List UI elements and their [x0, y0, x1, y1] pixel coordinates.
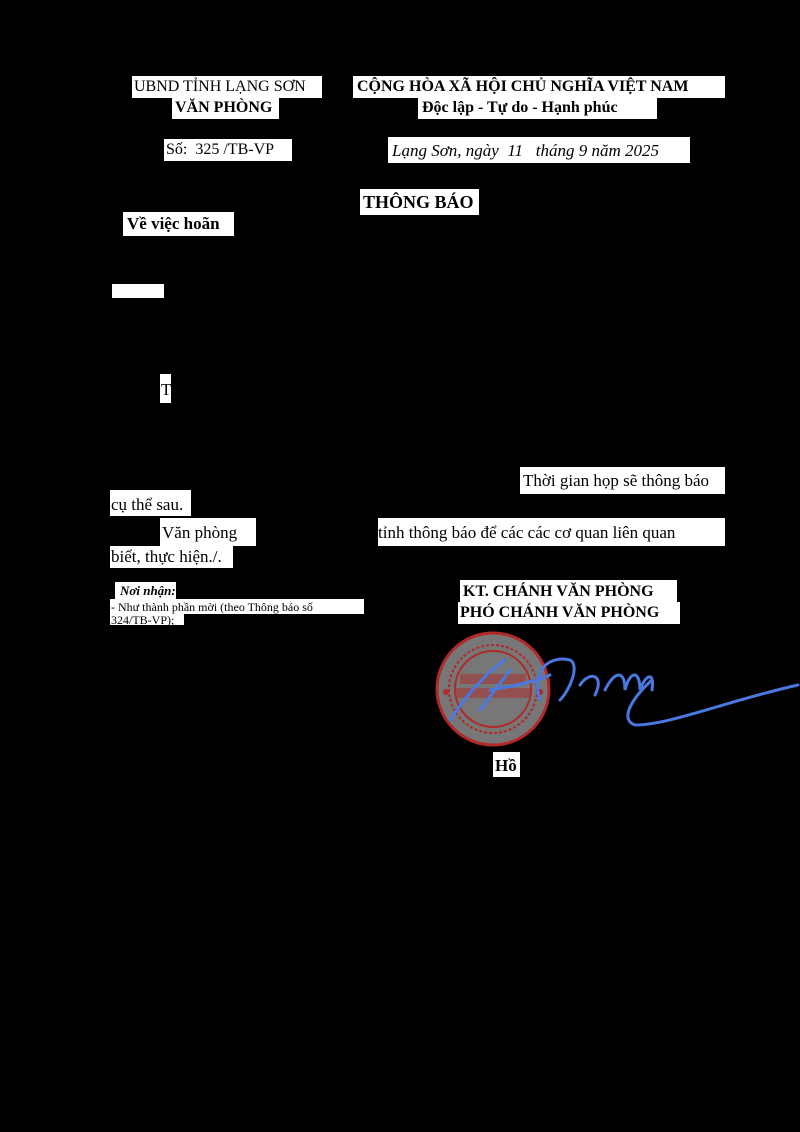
- body-paragraph-3-end: biết, thực hiện./.: [110, 546, 233, 568]
- body-paragraph-3-start: Văn phòng: [160, 518, 256, 546]
- signer-title-2: PHÓ CHÁNH VĂN PHÒNG: [458, 602, 680, 624]
- body-paragraph-3-mid: tỉnh thông báo để các các cơ quan liên q…: [378, 518, 725, 546]
- national-title: CỘNG HÒA XÃ HỘI CHỦ NGHĨA VIỆT NAM: [353, 76, 725, 98]
- signer-name: Hồ: [493, 752, 520, 777]
- body-paragraph-2: Thời gian họp sẽ thông báo: [520, 467, 725, 494]
- handwritten-signature: [448, 657, 800, 727]
- redacted-block: [112, 284, 164, 298]
- subject-line: Về việc hoãn: [123, 212, 234, 236]
- body-paragraph-2-cont: cụ thể sau.: [110, 490, 191, 516]
- place-date: Lạng Sơn, ngày 11 tháng 9 năm 2025: [388, 137, 690, 163]
- recipients-line-1: - Như thành phần mời (theo Thông báo số: [110, 599, 364, 614]
- recipients-label: Nơi nhận:: [115, 582, 176, 599]
- national-motto: Độc lập - Tự do - Hạnh phúc: [418, 98, 657, 119]
- body-paragraph-1: Th: [160, 374, 171, 403]
- agency-name: UBND TỈNH LẠNG SƠN: [132, 76, 322, 98]
- document-number: Số: 325 /TB-VP: [164, 139, 292, 161]
- signer-title-1: KT. CHÁNH VĂN PHÒNG: [460, 580, 677, 602]
- office-name: VĂN PHÒNG: [172, 98, 279, 119]
- document-title: THÔNG BÁO: [360, 189, 479, 215]
- recipients-line-2: 324/TB-VP);: [110, 614, 184, 625]
